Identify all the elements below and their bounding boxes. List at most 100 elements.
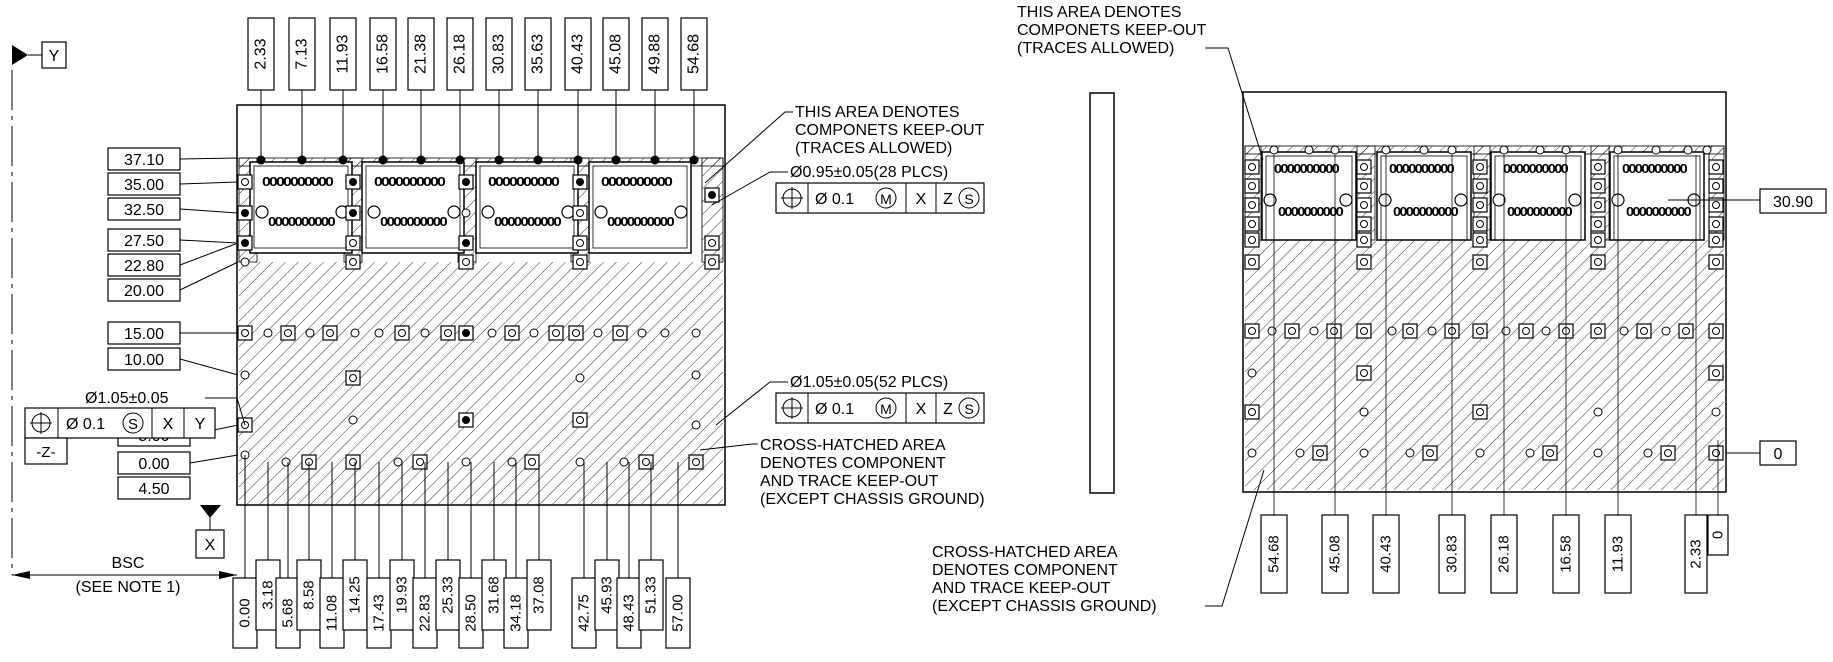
- note-crosshatch-line-4: (EXCEPT CHASSIS GROUND): [760, 491, 985, 508]
- bottom-dim-value: 42.75: [576, 594, 593, 632]
- datum-x-label: X: [205, 537, 216, 554]
- column-hole: [1360, 182, 1368, 190]
- field-hole: [1360, 369, 1368, 377]
- row-hole: [374, 328, 384, 338]
- row-hole: [462, 329, 470, 337]
- right-dim-top: 30.90: [1668, 188, 1827, 214]
- bottom-row-hole: [1247, 448, 1257, 458]
- column-hole: [461, 208, 471, 218]
- pin-row-top: 0000000000: [374, 174, 446, 189]
- fcf-left-tol: Ø 0.1: [66, 416, 105, 433]
- column-hole: [1712, 236, 1720, 244]
- row-hole: [529, 328, 539, 338]
- bottom-row-hole: [1475, 448, 1485, 458]
- top-dim-value: 49.88: [647, 34, 664, 74]
- top-hole: [455, 155, 465, 165]
- left-edge-hole: [240, 257, 250, 267]
- field-hole: [1593, 407, 1603, 417]
- column-hole: [1248, 258, 1256, 266]
- top-hole: [1304, 145, 1314, 155]
- pin-row-top-bg: [1622, 161, 1686, 175]
- fcf-large-ref1: X: [916, 401, 927, 418]
- hole-note-small-group: Ø0.95±0.05(28 PLCS) Ø 0.1 M X Z S: [711, 164, 985, 214]
- column-hole: [1594, 236, 1602, 244]
- top-dim-box: [485, 17, 513, 91]
- column-hole: [1594, 182, 1602, 190]
- top-dim-box: [407, 17, 435, 91]
- bottom-row-hole: [1546, 449, 1554, 457]
- top-dim-box: [680, 17, 708, 91]
- right-dim-bottom: 0: [1726, 440, 1797, 466]
- pin-row-bottom-bg: [1278, 204, 1342, 218]
- fcf-left-ref1: X: [163, 416, 174, 433]
- bottom-dim-value: 22.83: [417, 594, 434, 632]
- top-hole: [1499, 145, 1509, 155]
- bottom-row-hole: [281, 457, 291, 467]
- top-hole: [573, 155, 583, 165]
- bottom-dim-box: [1604, 514, 1632, 594]
- field-hole: [1248, 408, 1256, 416]
- note-keepout-right-line-2: COMPONETS KEEP-OUT: [1017, 22, 1207, 39]
- fcf-large-modifier: M: [880, 401, 892, 417]
- top-dim-box: [446, 17, 474, 91]
- bottom-dim-box: [1321, 514, 1349, 594]
- left-dim-leader: [179, 242, 239, 266]
- mount-hole: [481, 205, 495, 219]
- top-hole: [1561, 145, 1571, 155]
- pin-row-top: 0000000000: [601, 174, 673, 189]
- row-hole: [350, 328, 360, 338]
- column-hole: [576, 178, 584, 186]
- left-dim-value: 22.80: [124, 258, 164, 275]
- row-hole: [326, 329, 334, 337]
- left-dim-value: 15.00: [124, 326, 164, 343]
- note-crosshatch-right: CROSS-HATCHED AREA DENOTES COMPONENT AND…: [932, 469, 1265, 615]
- left-edge-hole: [240, 370, 250, 380]
- top-hole: [494, 155, 504, 165]
- column-hole: [462, 258, 470, 266]
- row-hole: [691, 328, 701, 338]
- pin-row-bottom: 0000000000: [1507, 204, 1572, 219]
- bottom-dim-box: [389, 559, 415, 631]
- bottom-dim-box: [1490, 514, 1518, 594]
- top-hole: [1651, 145, 1661, 155]
- datum-z-label: -Z-: [36, 444, 55, 461]
- row-hole: [1330, 327, 1338, 335]
- pin-row-bottom-bg: [607, 214, 673, 228]
- row-hole: [444, 329, 452, 337]
- pin-row-top-bg: [601, 174, 671, 188]
- pin-row-bottom: 0000000000: [1626, 204, 1691, 219]
- row-hole: [263, 328, 273, 338]
- row-hole: [572, 329, 580, 337]
- pin-row-bottom: 0000000000: [1278, 204, 1343, 219]
- row-hole: [637, 328, 647, 338]
- note-crosshatch-line-3: AND TRACE KEEP-OUT: [760, 473, 939, 490]
- bottom-row-hole: [1643, 448, 1653, 458]
- field-hole: [1711, 407, 1721, 417]
- mount-hole: [1378, 193, 1392, 207]
- bottom-row-hole: [1593, 448, 1603, 458]
- bottom-dim-box: [1438, 514, 1466, 594]
- column-hole: [1476, 182, 1484, 190]
- top-dim-value: 11.93: [335, 34, 352, 73]
- column-hole: [1712, 258, 1720, 266]
- bsc-note: (SEE NOTE 1): [76, 579, 181, 596]
- note-keepout-top-right: THIS AREA DENOTES COMPONETS KEEP-OUT (TR…: [1017, 4, 1264, 161]
- column-hole: [1594, 201, 1602, 209]
- bottom-dim-value: 45.93: [599, 576, 616, 614]
- left-dimensions: 37.1035.0032.5027.5022.8020.0015.0010.00…: [107, 147, 239, 500]
- bottom-dim-box: [275, 577, 301, 649]
- pin-row-bottom: 0000000000: [494, 214, 561, 229]
- pin-row-top-bg: [374, 174, 444, 188]
- field-hole: [1247, 368, 1257, 378]
- column-hole: [349, 239, 357, 247]
- bottom-dim-box: [571, 577, 597, 649]
- left-dim-leader: [179, 358, 239, 376]
- fcf-small-modifier: M: [880, 191, 892, 207]
- field-hole: [462, 416, 470, 424]
- bottom-dim-box: [296, 559, 322, 631]
- column-hole: [1360, 201, 1368, 209]
- bottom-row-hole: [642, 458, 650, 466]
- left-edge-hole: [241, 178, 249, 186]
